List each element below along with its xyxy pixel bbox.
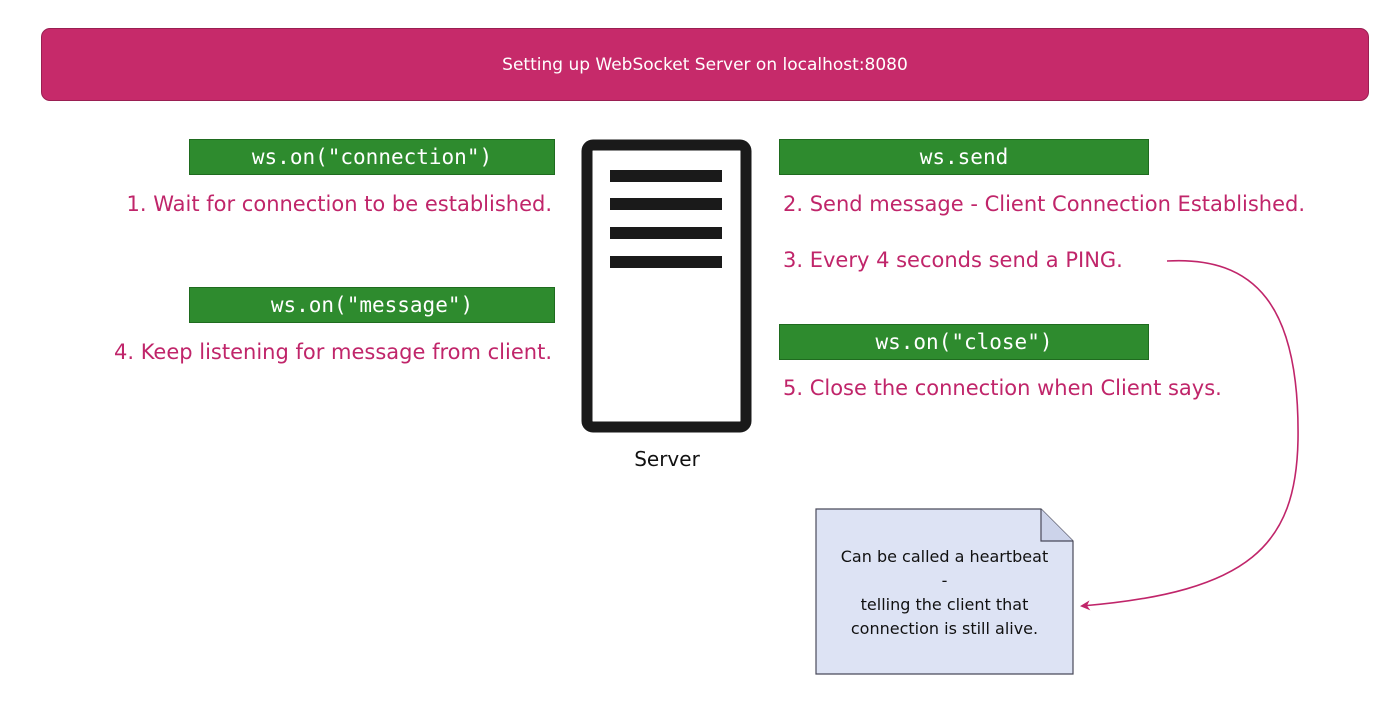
code-label-send-text: ws.send: [919, 145, 1009, 169]
ping-to-note-arrow: [1080, 259, 1299, 611]
note-line-3: telling the client that: [860, 595, 1029, 614]
server-icon: [581, 139, 752, 433]
note-fold: [1040, 509, 1073, 542]
heartbeat-note: [815, 508, 1074, 675]
server-slot-2: [610, 198, 722, 210]
server-slot-3: [610, 227, 722, 239]
code-label-message-text: ws.on("message"): [270, 293, 474, 317]
note-line-4: connection is still alive.: [850, 619, 1039, 638]
server-slot-4: [610, 256, 722, 268]
step-5-text: 5. Close the connection when Client says…: [783, 376, 1222, 400]
code-label-connection: ws.on("connection"): [189, 139, 555, 175]
step-1-text: 1. Wait for connection to be established…: [126, 192, 553, 216]
server-caption: Server: [634, 447, 700, 471]
step-2-text: 2. Send message - Client Connection Esta…: [783, 192, 1306, 216]
note-text: Can be called a heartbeat - telling the …: [817, 545, 1072, 641]
note-shape: [815, 508, 1074, 675]
code-label-send: ws.send: [779, 139, 1149, 175]
code-label-close: ws.on("close"): [779, 324, 1149, 360]
note-line-1: Can be called a heartbeat: [840, 547, 1049, 566]
server-body: [581, 139, 752, 433]
header-banner: Setting up WebSocket Server on localhost…: [41, 28, 1369, 101]
code-label-close-text: ws.on("close"): [875, 330, 1053, 354]
note-line-2: -: [941, 571, 948, 590]
banner-title: Setting up WebSocket Server on localhost…: [502, 54, 908, 75]
step-3-text: 3. Every 4 seconds send a PING.: [783, 248, 1123, 272]
server-slot-1: [610, 170, 722, 182]
code-label-connection-text: ws.on("connection"): [251, 145, 493, 169]
step-4-text: 4. Keep listening for message from clien…: [113, 340, 552, 364]
code-label-message: ws.on("message"): [189, 287, 555, 323]
